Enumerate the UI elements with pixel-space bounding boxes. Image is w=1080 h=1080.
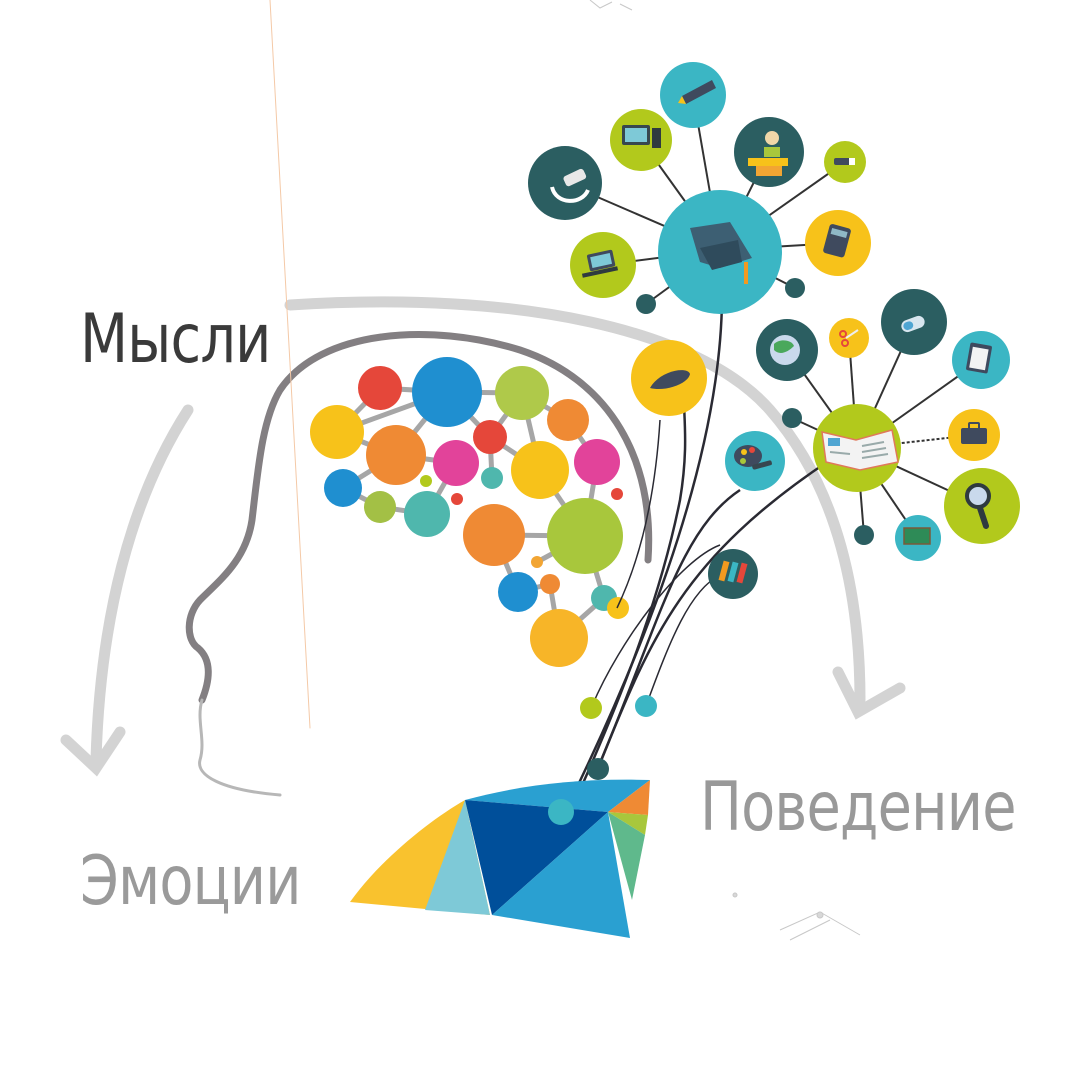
cluster-education (528, 62, 871, 314)
brain-nodes (310, 357, 629, 667)
brain-node (540, 574, 560, 594)
brain-node (495, 366, 549, 420)
scissors-icon (829, 318, 869, 358)
brain-node (358, 366, 402, 410)
cluster-book (756, 289, 1020, 561)
open-book-icon (813, 404, 901, 492)
computer-monitor-icon (610, 109, 672, 171)
graduation-cap-icon (658, 190, 782, 314)
brain-node (412, 357, 482, 427)
chalkboard-icon (895, 515, 941, 561)
brain-node (607, 597, 629, 619)
brain-node (364, 491, 396, 523)
label-behavior: Поведение (700, 768, 1017, 847)
arrow-thoughts-to-behavior-head (832, 666, 906, 720)
brain-node (498, 572, 538, 612)
cycle-arrows (60, 296, 906, 777)
brain-node (473, 420, 507, 454)
brain-node (451, 493, 463, 505)
globe-icon (756, 319, 818, 381)
brain-node (420, 475, 432, 487)
brain-node (404, 491, 450, 537)
sketch-decor (589, 0, 861, 941)
brain-node (511, 441, 569, 499)
microscope-icon (528, 146, 602, 220)
brain-node (463, 504, 525, 566)
brain-node (531, 556, 543, 568)
label-emotions: Эмоции (80, 842, 301, 921)
brain-node (611, 488, 623, 500)
brain-node (530, 609, 588, 667)
arrow-thoughts-to-emotions-head (60, 726, 126, 777)
brain-node (547, 399, 589, 441)
arrow-thoughts-to-behavior (284, 296, 866, 706)
calculator-icon (805, 210, 871, 276)
colorful-base (350, 779, 650, 938)
test-tube-icon (881, 289, 947, 355)
brain-node (574, 439, 620, 485)
label-thoughts: Мысли (80, 300, 271, 379)
loose-dots (580, 278, 874, 780)
stem-lines (563, 299, 831, 813)
brain-node (433, 440, 479, 486)
brain-node (547, 498, 623, 574)
brain-node (324, 469, 362, 507)
head-outline (185, 0, 653, 797)
briefcase-icon (948, 409, 1000, 461)
brain-node (310, 405, 364, 459)
arrow-thoughts-to-emotions (90, 404, 194, 766)
lecturer-icon (734, 117, 804, 187)
laptop-icon (570, 232, 636, 298)
quill-icon (631, 340, 707, 416)
books-icon (708, 549, 758, 599)
magnifier-icon (944, 468, 1020, 544)
brain-node (366, 425, 426, 485)
paint-palette-icon (725, 431, 785, 491)
brain-node (481, 467, 503, 489)
pencil-icon (660, 62, 726, 128)
clipboard-icon (952, 331, 1010, 389)
usb-drive-icon (824, 141, 866, 183)
